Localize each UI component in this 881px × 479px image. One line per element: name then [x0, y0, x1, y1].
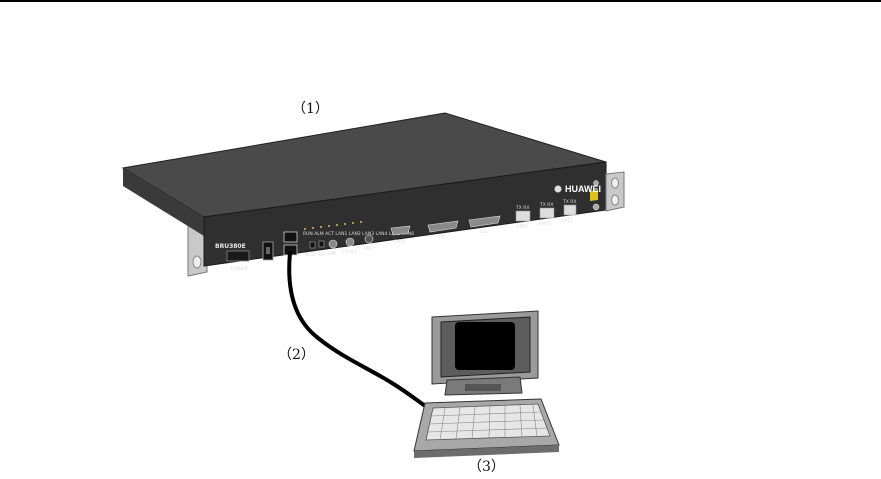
- callout-cable: （2）: [278, 344, 315, 364]
- laptop-screen: [455, 322, 515, 370]
- txrx-label-2: TX RX: [539, 202, 553, 208]
- ckif-label: CK/IF1: [343, 249, 358, 255]
- power-label: POWER: [231, 266, 248, 272]
- laptop: [414, 311, 559, 458]
- lim-label: LIM: [328, 251, 336, 257]
- left-ear-hole-bottom: [193, 256, 201, 268]
- ethernet-port-1: [284, 232, 297, 242]
- laptop-hinge-vent: [465, 384, 501, 391]
- e1s-label: E1s: [480, 229, 489, 235]
- pps-connector: [365, 235, 373, 243]
- opt0-port: [516, 211, 530, 221]
- opt1-label: OPT1: [539, 221, 551, 227]
- ch-label: CH: [438, 234, 445, 240]
- right-ear-hole-bottom: [612, 195, 619, 205]
- txrx-label-1: TX RX: [515, 205, 529, 211]
- callout-router: （1）: [292, 98, 329, 118]
- power-switch-rocker: [266, 247, 270, 254]
- router-device: BRU380E POWER RUN ALM ACT LAN1 LAN2 LAN3…: [123, 113, 624, 276]
- ext1-label: EXT1: [394, 239, 406, 245]
- model-label: BRU380E: [215, 243, 246, 250]
- lim-connector: [329, 240, 337, 248]
- huawei-logo-icon: [555, 186, 562, 193]
- serial-cable: [289, 253, 428, 408]
- rst-label: RLST RST: [305, 252, 327, 258]
- ground-terminal: [593, 204, 599, 210]
- callout-laptop: （3）: [468, 456, 505, 476]
- brand-label: HUAWEI: [565, 184, 601, 194]
- pps-label: PPS: [364, 246, 372, 252]
- opt1-port: [540, 208, 554, 218]
- right-ear-hole-top: [612, 178, 619, 188]
- txrx-label-3: TX RX: [562, 199, 576, 205]
- rst-button: [319, 241, 324, 247]
- opt0-label: OPT0: [516, 224, 528, 230]
- rlst-button: [310, 242, 315, 248]
- opt2-label: OPT2: [561, 218, 573, 224]
- ckif-connector: [346, 238, 354, 246]
- opt2-port: [564, 205, 576, 215]
- power-inlet: [227, 251, 249, 261]
